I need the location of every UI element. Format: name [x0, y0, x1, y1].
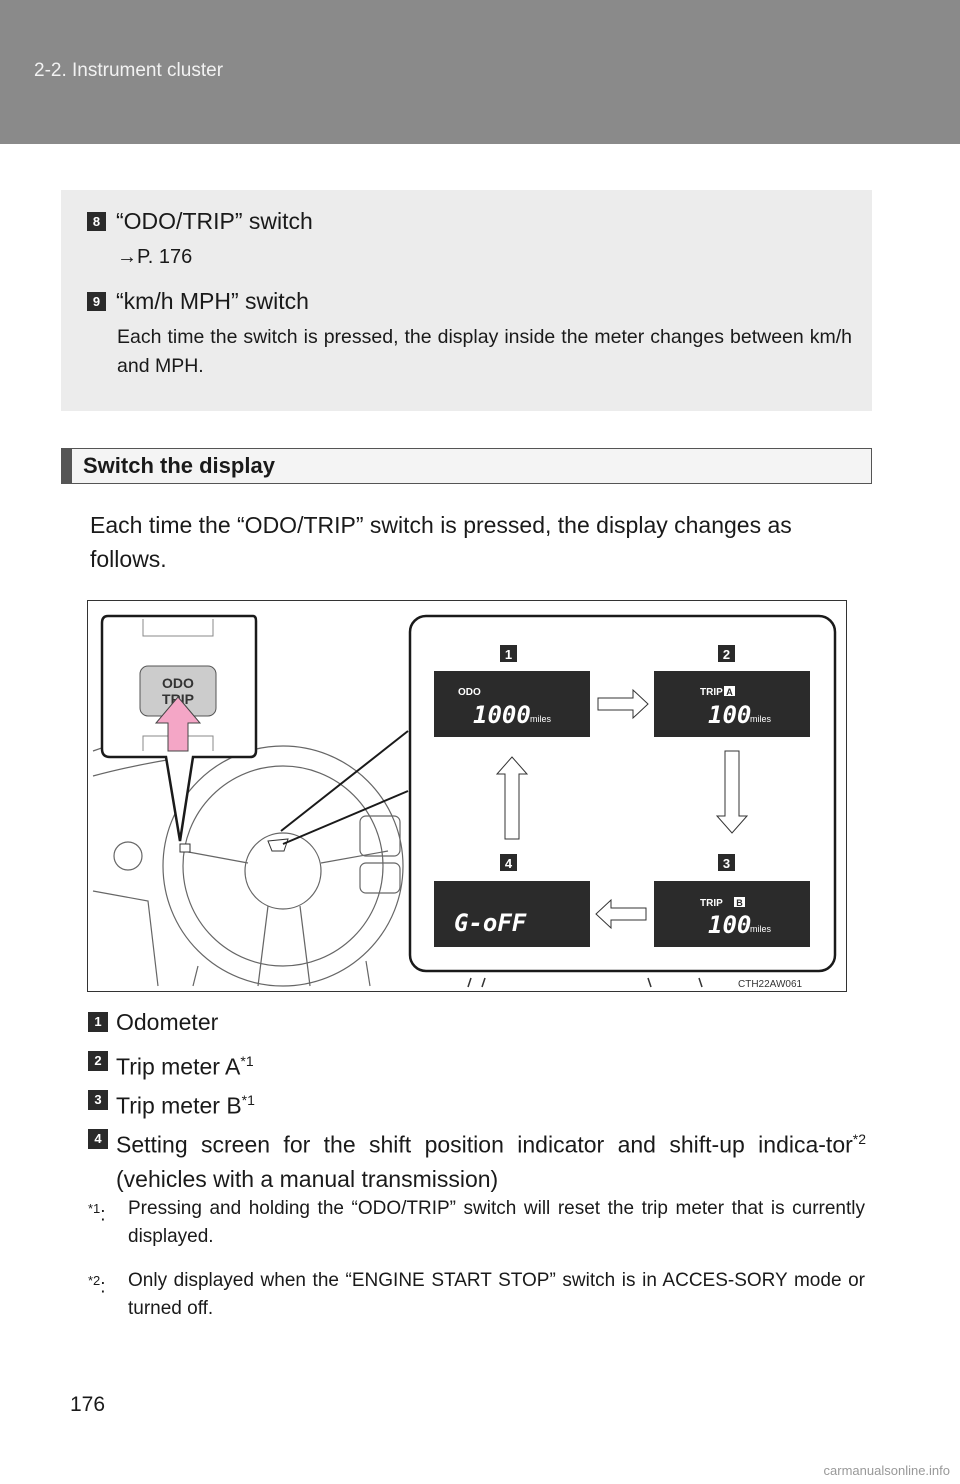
footnote-ref: *1 — [241, 1092, 255, 1108]
page-header: 2-2. Instrument cluster — [0, 0, 960, 144]
badge-4 — [500, 854, 517, 871]
badge-3-label: 3 — [723, 856, 730, 871]
footnote-ref: *2 — [852, 1131, 866, 1147]
dash-marks — [467, 977, 703, 988]
footnote-2: *2: Only displayed when the “ENGINE STAR… — [88, 1267, 865, 1327]
screen-3-label: TRIP — [700, 898, 723, 909]
button-label-line1: ODO — [162, 675, 194, 691]
arrow-right — [597, 688, 649, 720]
trip-a-box — [724, 686, 735, 696]
badge-8: 8 — [87, 212, 106, 231]
screen-4-value: G-oFF — [454, 909, 527, 937]
badge-1-label: 1 — [505, 647, 512, 662]
screen-gear-off — [434, 881, 590, 947]
screen-2-label: TRIP — [700, 687, 723, 698]
list-text: Setting screen for the shift position in… — [116, 1122, 866, 1196]
footnote-text: Pressing and holding the “ODO/TRIP” swit… — [128, 1198, 865, 1247]
list-text: Odometer — [116, 1009, 219, 1035]
watermark: carmanualsonline.info — [823, 1463, 950, 1478]
screen-1-value: 1000 — [473, 701, 531, 729]
screen-3-value: 100 — [708, 911, 751, 939]
arrow-left — [595, 898, 647, 930]
footnote-mark: *2: — [88, 1273, 106, 1298]
screen-2-sub: A — [726, 687, 733, 697]
screen-1-label: ODO — [458, 687, 481, 698]
section-breadcrumb: 2-2. Instrument cluster — [34, 60, 224, 81]
badge-4-label: 4 — [505, 856, 513, 871]
illustration: ODO TRIP 1 2 3 4 ODO 1000 miles TRIP A 1… — [87, 600, 847, 992]
trip-b-box — [734, 897, 745, 907]
section-body: Each time the “ODO/TRIP” switch is press… — [90, 512, 792, 572]
screen-3-sub: B — [736, 898, 743, 908]
screen-2-value: 100 — [708, 701, 751, 729]
kmh-mph-switch-item: 9 “km/h MPH” switch — [87, 288, 309, 315]
badge-4: 4 — [88, 1129, 108, 1149]
panel-slot-top — [142, 619, 214, 637]
footnote-text: Only displayed when the “ENGINE START ST… — [128, 1270, 865, 1319]
screen-1-unit: miles — [530, 714, 552, 724]
info-box: 8 “ODO/TRIP” switch →P. 176 9 “km/h MPH”… — [61, 190, 872, 411]
badge-2 — [718, 645, 735, 662]
section-title: Switch the display — [83, 453, 275, 478]
badge-3: 3 — [88, 1090, 108, 1110]
screen-trip-b — [654, 881, 810, 947]
instrument-cluster-illustration: ODO TRIP 1 2 3 4 ODO 1000 miles TRIP A 1… — [92, 614, 837, 990]
screen-odometer — [434, 671, 590, 737]
footnote-ref: *1 — [240, 1053, 254, 1069]
badge-2: 2 — [88, 1051, 108, 1071]
screen-trip-a — [654, 671, 810, 737]
item-title: “km/h MPH” switch — [116, 288, 309, 314]
screen-2-unit: miles — [750, 714, 772, 724]
footnote-mark-sup: *2 — [88, 1273, 101, 1288]
list-text-main: Trip meter A — [116, 1053, 241, 1080]
list-item: 1 Odometer — [88, 1005, 866, 1039]
badge-1 — [500, 645, 517, 662]
footnote-1: *1: Pressing and holding the “ODO/TRIP” … — [88, 1195, 865, 1255]
page-reference-link[interactable]: →P. 176 — [117, 246, 193, 268]
heading-bar — [62, 449, 72, 483]
list-item: 4 Setting screen for the shift position … — [88, 1122, 866, 1196]
switch-small — [179, 843, 191, 853]
item-title: “ODO/TRIP” switch — [116, 208, 313, 234]
item-description: Each time the switch is pressed, the dis… — [117, 326, 852, 377]
odo-trip-switch-item: 8 “ODO/TRIP” switch — [87, 208, 313, 235]
list-text: Trip meter B*1 — [116, 1083, 866, 1123]
list-item: 3 Trip meter B*1 — [88, 1083, 866, 1123]
badge-1: 1 — [88, 1012, 108, 1032]
list-item: 2 Trip meter A*1 — [88, 1044, 866, 1084]
arrow-up — [495, 756, 529, 840]
footnote-mark-sup: *1 — [88, 1201, 101, 1216]
badge-3 — [718, 854, 735, 871]
screen-3-unit: miles — [750, 924, 772, 934]
footnote-mark: *1: — [88, 1201, 106, 1226]
figure-code: CTH22AW061 — [738, 979, 803, 990]
list-text: Trip meter A*1 — [116, 1044, 866, 1084]
page-number: 176 — [70, 1393, 106, 1416]
badge-2-label: 2 — [723, 647, 730, 662]
press-arrow — [154, 696, 202, 752]
badge-9: 9 — [87, 292, 106, 311]
list-text-main: Setting screen for the shift position in… — [116, 1131, 853, 1158]
list-text-tail: (vehicles with a manual transmission) — [116, 1165, 499, 1192]
switch-small — [267, 838, 289, 852]
callout-connector — [280, 730, 409, 845]
list-text-main: Trip meter B — [116, 1092, 242, 1119]
section-heading: Switch the display — [61, 448, 872, 484]
dashboard-drawing — [92, 720, 404, 987]
arrow-down — [715, 750, 749, 834]
